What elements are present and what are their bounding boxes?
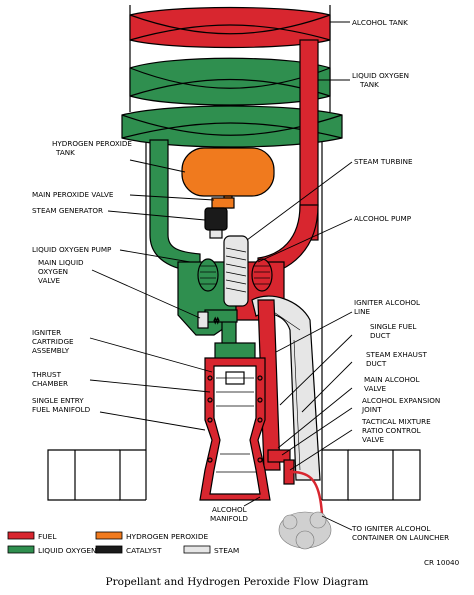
- reference-number: CR 10040: [424, 558, 460, 567]
- label-single-fuel-duct-2: DUCT: [370, 331, 391, 340]
- label-main-alcohol-valve: MAIN ALCOHOL: [364, 375, 420, 384]
- legend: FUEL HYDROGEN PEROXIDE LIQUID OXYGEN CAT…: [7, 531, 239, 555]
- label-main-lox-valve-3: VALVE: [38, 276, 61, 285]
- legend-label-catalyst: CATALYST: [126, 546, 162, 555]
- exhaust-plume: [278, 511, 332, 550]
- svg-text:◊◊: ◊◊: [214, 317, 219, 324]
- label-alcohol-manifold: ALCOHOL: [212, 505, 247, 514]
- legend-swatch-hydrogen-peroxide: [95, 531, 123, 540]
- label-igniter-cartridge: IGNITER: [32, 328, 61, 337]
- legend-label-liquid-oxygen: LIQUID OXYGEN: [38, 546, 97, 555]
- label-alcohol-expansion-2: JOINT: [361, 405, 382, 414]
- label-tactical-mixture-3: VALVE: [362, 435, 385, 444]
- legend-label-fuel: FUEL: [38, 532, 57, 541]
- label-alcohol-pump: ALCOHOL PUMP: [354, 214, 412, 223]
- leader-lines: [89, 21, 353, 531]
- thrust-chamber: [199, 342, 271, 501]
- legend-label-steam: STEAM: [214, 546, 239, 555]
- label-steam-exhaust-2: DUCT: [366, 359, 387, 368]
- label-igniter-cartridge-2: CARTRIDGE: [32, 337, 74, 346]
- alcohol-line: [257, 299, 324, 516]
- alcohol-feed-pipe: [257, 39, 319, 277]
- label-to-igniter: TO IGNITER ALCOHOL: [351, 524, 430, 533]
- label-igniter-cartridge-3: ASSEMBLY: [32, 346, 70, 355]
- label-main-lox-valve: MAIN LIQUID: [38, 258, 84, 267]
- alcohol-tank: [129, 6, 331, 49]
- label-alcohol-expansion: ALCOHOL EXPANSION: [362, 396, 440, 405]
- label-steam-generator: STEAM GENERATOR: [32, 206, 103, 215]
- hydrogen-peroxide-tank: [181, 147, 275, 209]
- legend-swatch-liquid-oxygen: [7, 545, 35, 554]
- label-lox-tank: LIQUID OXYGEN: [352, 71, 409, 80]
- legend-swatch-steam: [183, 545, 211, 554]
- label-alcohol-tank: ALCOHOL TANK: [352, 18, 408, 27]
- label-h2o2-tank: HYDROGEN PEROXIDE: [52, 139, 132, 148]
- label-lox-pump: LIQUID OXYGEN PUMP: [32, 245, 112, 254]
- label-tactical-mixture: TACTICAL MIXTURE: [361, 417, 431, 426]
- steam-generator: [204, 207, 228, 239]
- label-h2o2-tank-2: TANK: [55, 148, 75, 157]
- label-single-entry-2: FUEL MANIFOLD: [32, 405, 91, 414]
- legend-label-hydrogen-peroxide: HYDROGEN PEROXIDE: [126, 532, 209, 541]
- label-main-alcohol-valve-2: VALVE: [364, 384, 387, 393]
- label-alcohol-manifold-2: MANIFOLD: [210, 514, 248, 523]
- label-to-igniter-2: CONTAINER ON LAUNCHER: [352, 533, 449, 542]
- caption: Propellant and Hydrogen Peroxide Flow Di…: [106, 576, 369, 588]
- label-igniter-alcohol-line-2: LINE: [354, 307, 371, 316]
- label-thrust-chamber: THRUST: [31, 370, 62, 379]
- label-tactical-mixture-2: RATIO CONTROL: [362, 426, 421, 435]
- label-single-entry: SINGLE ENTRY: [32, 396, 84, 405]
- legend-swatch-catalyst: [95, 545, 123, 554]
- legend-swatch-fuel: [7, 531, 35, 540]
- label-steam-turbine: STEAM TURBINE: [354, 157, 413, 166]
- label-lox-tank-2: TANK: [359, 80, 379, 89]
- callout-labels: ALCOHOL TANK LIQUID OXYGEN TANK HYDROGEN…: [31, 18, 449, 542]
- label-main-peroxide-valve: MAIN PEROXIDE VALVE: [32, 190, 114, 199]
- label-main-lox-valve-2: OXYGEN: [38, 267, 68, 276]
- label-steam-exhaust: STEAM EXHAUST: [366, 350, 428, 359]
- label-thrust-chamber-2: CHAMBER: [32, 379, 68, 388]
- label-single-fuel-duct: SINGLE FUEL: [370, 322, 416, 331]
- label-igniter-alcohol-line: IGNITER ALCOHOL: [354, 298, 420, 307]
